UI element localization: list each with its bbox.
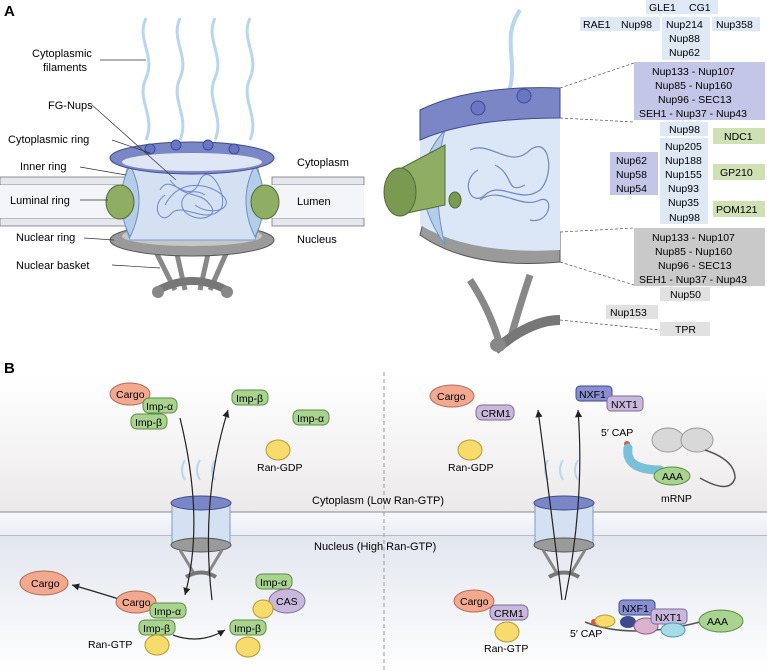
nup-inner-center: Nup93 — [668, 183, 699, 195]
nup-tpr: TPR — [675, 324, 696, 336]
b-left-cas-imp-alpha: Imp-α — [260, 577, 287, 589]
npc-zoom — [383, 8, 561, 354]
b-left-cargo-released: Cargo — [31, 578, 60, 590]
nup-inner-left: Nup54 — [616, 183, 647, 195]
b-left-cas: CAS — [276, 596, 298, 608]
nup-inner-center: Nup35 — [668, 197, 699, 209]
b-left-imp-beta-bottom: Imp-β — [143, 623, 170, 635]
b-right-ran-gtp: Ran-GTP — [484, 643, 528, 655]
b-right-mrnp: mRNP — [661, 493, 692, 505]
nup-nup88: Nup88 — [669, 33, 700, 45]
b-right-nxf1-top: NXF1 — [579, 389, 606, 401]
cyto-y-line: SEH1 - Nup37 - Nup43 — [639, 108, 747, 120]
export-molecules: Cargo CRM1 Ran-GDP NXF1 NXT1 5′ CAP AAA … — [429, 384, 744, 655]
label-luminal-ring: Luminal ring — [10, 195, 70, 207]
nup-nup98-top: Nup98 — [621, 19, 652, 31]
panel-a-left-labels: Cytoplasmic filaments FG-Nups Cytoplasmi… — [8, 48, 349, 272]
b-left-ran-gdp: Ran-GDP — [257, 462, 303, 474]
label-lumen: Lumen — [297, 196, 331, 208]
nup-nup214: Nup214 — [666, 19, 703, 31]
label-nucleus: Nucleus — [297, 234, 337, 246]
zoom-leaders — [559, 62, 661, 331]
b-right-cap-bottom: 5′ CAP — [570, 628, 602, 640]
b-right-nxt1-top: NXT1 — [611, 399, 638, 411]
b-left-imp-beta-ran: Imp-β — [234, 623, 261, 635]
cyto-y-complex: Nup133 - Nup107 Nup85 - Nup160 Nup96 - S… — [639, 66, 747, 120]
nup-gp210: GP210 — [720, 167, 753, 179]
b-right-cap-top: 5′ CAP — [601, 427, 633, 439]
b-left-imp-alpha-free: Imp-α — [297, 413, 324, 425]
b-right-aaa-bottom: AAA — [707, 616, 728, 628]
leader-lines-left — [79, 59, 177, 269]
panel-a-letter: A — [4, 3, 15, 20]
nup-cg1: CG1 — [689, 2, 711, 14]
panel-b-letter: B — [4, 360, 15, 377]
b-right-nxf1-bottom: NXF1 — [622, 603, 649, 615]
b-right-cargo-bottom: Cargo — [460, 596, 489, 608]
b-right-aaa-top: AAA — [662, 471, 683, 483]
nup-inner-nup98-b: Nup98 — [669, 212, 700, 224]
b-right-nxt1-bottom: NXT1 — [655, 612, 682, 624]
b-left-cargo-top: Cargo — [116, 389, 145, 401]
label-cytoplasm: Cytoplasm — [297, 157, 349, 169]
b-left-imp-beta-free: Imp-β — [236, 393, 263, 405]
nuc-y-line: Nup133 - Nup107 — [652, 232, 735, 244]
nup-gle1: GLE1 — [649, 2, 676, 14]
cyto-y-line: Nup96 - SEC13 — [658, 94, 732, 106]
b-left-imp-beta-top: Imp-β — [135, 417, 162, 429]
small-pore-right — [533, 459, 595, 579]
nuc-y-complex: Nup133 - Nup107 Nup85 - Nup160 Nup96 - S… — [639, 232, 747, 286]
nup-inner-center: Nup205 — [665, 141, 702, 153]
b-right-cargo-top: Cargo — [437, 391, 466, 403]
label-nucleus-high-ran: Nucleus (High Ran-GTP) — [314, 541, 436, 553]
label-nuclear-basket: Nuclear basket — [16, 260, 89, 272]
b-right-crm1-bottom: CRM1 — [494, 608, 524, 620]
nup-inner-center: Nup155 — [665, 169, 702, 181]
nup-inner-center: Nup188 — [665, 155, 702, 167]
small-pore-left — [170, 459, 232, 579]
label-cytoplasmic-filaments-2: filaments — [43, 62, 88, 74]
b-left-cargo-bottom: Cargo — [122, 597, 151, 609]
b-left-imp-alpha-bottom: Imp-α — [154, 606, 181, 618]
transport-arrows — [71, 409, 583, 640]
nup-nup62-top: Nup62 — [669, 47, 700, 59]
b-left-imp-alpha-top: Imp-α — [146, 401, 173, 413]
import-molecules: Cargo Imp-α Imp-β Imp-β Imp-α Ran-GDP Ca… — [19, 382, 330, 658]
npc-left — [105, 139, 280, 298]
label-inner-ring: Inner ring — [20, 161, 66, 173]
label-nuclear-ring: Nuclear ring — [16, 232, 75, 244]
nup-rae1: RAE1 — [583, 19, 611, 31]
label-fg-nups: FG-Nups — [48, 100, 93, 112]
nup-inner-left: Nup62 — [616, 155, 647, 167]
cyto-y-line: Nup85 - Nup160 — [655, 80, 732, 92]
cyto-y-line: Nup133 - Nup107 — [652, 66, 735, 78]
nup-pom121: POM121 — [716, 204, 758, 216]
nup-table: GLE1 CG1 RAE1 Nup98 Nup214 Nup88 Nup62 N… — [580, 0, 765, 336]
label-cytoplasmic-ring: Cytoplasmic ring — [8, 134, 89, 146]
cytoplasmic-filaments — [141, 17, 255, 141]
nup-nup153: Nup153 — [610, 307, 647, 319]
nup-inner-left: Nup58 — [616, 169, 647, 181]
label-cytoplasm-low-ran: Cytoplasm (Low Ran-GTP) — [312, 495, 444, 507]
label-cytoplasmic-filaments-1: Cytoplasmic — [32, 48, 92, 60]
nup-ndc1: NDC1 — [724, 131, 753, 143]
nup-nup358: Nup358 — [716, 19, 753, 31]
b-right-ran-gdp: Ran-GDP — [448, 462, 494, 474]
nup-inner-nup98-a: Nup98 — [669, 124, 700, 136]
b-left-ran-gtp: Ran-GTP — [88, 639, 132, 651]
nuc-y-line: Nup96 - SEC13 — [658, 260, 732, 272]
nup-nup50: Nup50 — [670, 289, 701, 301]
b-right-crm1-top: CRM1 — [481, 408, 511, 420]
nuc-y-line: SEH1 - Nup37 - Nup43 — [639, 274, 747, 286]
nuc-y-line: Nup85 - Nup160 — [655, 246, 732, 258]
